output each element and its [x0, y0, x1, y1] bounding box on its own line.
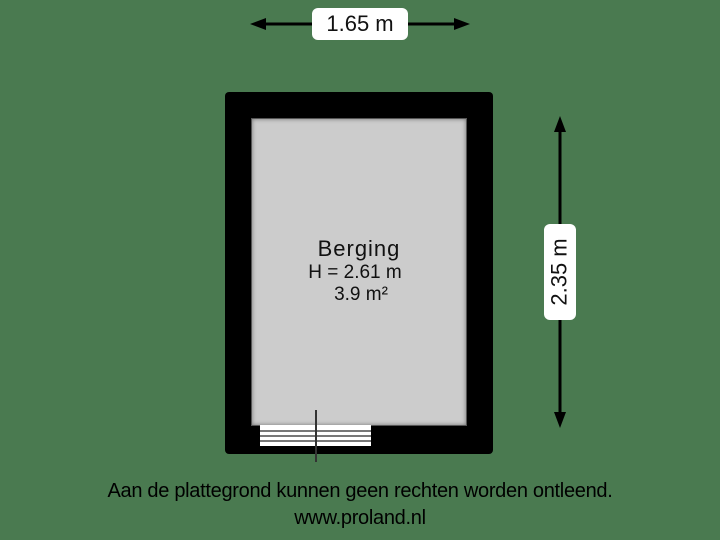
room-area: 3.9 m²: [334, 284, 388, 305]
room-height: H = 2.61 m: [308, 262, 402, 283]
website-link[interactable]: www.proland.nl: [294, 507, 426, 529]
door-marker-line: [315, 410, 317, 462]
height-label: 2.35 m: [544, 224, 576, 320]
room-floor: [251, 118, 467, 426]
height-label-text: 2.35 m: [547, 238, 573, 306]
disclaimer-text: Aan de plattegrond kunnen geen rechten w…: [107, 480, 613, 502]
height-dimension: 2.35 m: [544, 116, 576, 428]
room-label: Berging H = 2.61 m 3.9 m²: [251, 236, 467, 306]
width-label: 1.65 m: [312, 8, 408, 40]
room-name: Berging: [317, 236, 401, 261]
width-dimension: 1.65 m: [250, 8, 470, 40]
